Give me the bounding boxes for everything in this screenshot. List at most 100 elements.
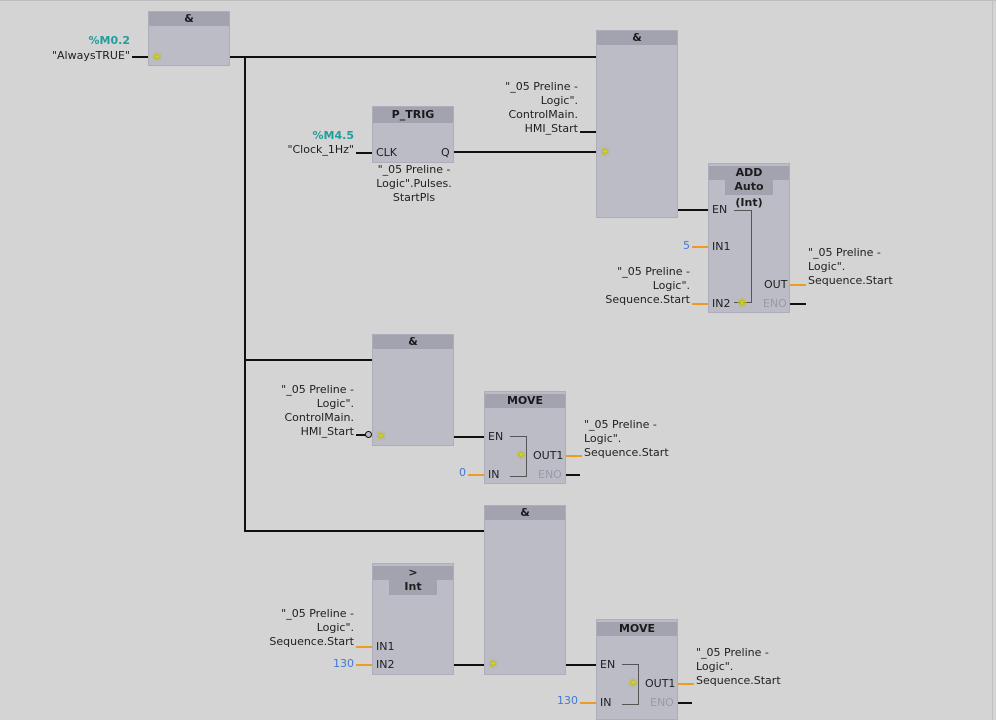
hmi-start-tag-1-line2[interactable]: Logic". [540,94,578,107]
compare-in2-label: IN2 [376,658,395,671]
hmi-start-tag-2-line4[interactable]: HMI_Start [300,425,354,438]
add-in2-tag-line2[interactable]: Logic". [652,279,690,292]
add-out-tag-line2[interactable]: Logic". [808,260,846,273]
and-block-main-title: & [149,12,229,26]
compare-in1-label: IN1 [376,640,395,653]
input-pin-icon: ✳ [627,676,639,690]
add-block[interactable]: ADD Auto (Int) [708,163,790,313]
ptrig-edge-tag-line1[interactable]: "_05 Preline - [377,163,451,176]
wire-clock-in [356,152,372,154]
ptrig-edge-tag-line3[interactable]: StartPls [392,191,436,204]
add-in1-constant[interactable]: 5 [683,239,690,252]
always-true-address[interactable]: %M0.2 [88,34,130,47]
move1-title: MOVE [485,394,565,408]
input-pin-icon: ✳ [599,145,611,159]
move2-eno-label: ENO [650,696,674,709]
compare-block[interactable]: > Int [372,563,454,675]
wire-add-out [790,284,806,286]
hmi-start-tag-1-line1[interactable]: "_05 Preline - [505,80,578,93]
add-in2-tag-line3[interactable]: Sequence.Start [605,293,690,306]
wire-hmi1-in [580,131,596,133]
move1-out-tag-line3[interactable]: Sequence.Start [584,446,669,459]
compare-title: > [373,566,453,580]
move1-out-tag-line2[interactable]: Logic". [584,432,622,445]
and-block-lower-title: & [485,506,565,520]
move1-eno-label: ENO [538,468,562,481]
compare-in2-constant[interactable]: 130 [333,657,354,670]
and-block-upper[interactable]: & [596,30,678,218]
input-pin-icon: ✳ [487,657,499,671]
ptrig-title: P_TRIG [373,107,453,123]
compare-in1-tag-line3[interactable]: Sequence.Start [269,635,354,648]
input-pin-icon: ✳ [151,50,163,64]
wire-compare-in1 [356,646,372,648]
move2-in-label: IN [600,696,612,709]
move1-en-eno-bracket [510,436,527,477]
add-in1-label: IN1 [712,240,731,253]
move1-en-label: EN [488,430,504,443]
hmi-start-tag-1-line4[interactable]: HMI_Start [524,122,578,135]
hmi-start-tag-2-line3[interactable]: ControlMain. [284,411,354,424]
wire-move1-eno [566,474,580,476]
wire-add-in1 [692,246,708,248]
wire-hmi2-in [356,434,367,436]
move1-in-constant[interactable]: 0 [459,466,466,479]
wire-move2-in [580,702,596,704]
compare-in1-tag-line2[interactable]: Logic". [316,621,354,634]
add-type-selector[interactable]: Auto (Int) [725,179,773,209]
wire-main-rail [230,56,596,58]
input-pin-icon: ✳ [736,296,748,310]
ptrig-q-label: Q [441,146,450,159]
wire-always-in [132,56,148,58]
move2-en-eno-bracket [622,664,639,705]
input-pin-icon: ✳ [515,448,527,462]
add-in2-label: IN2 [712,297,731,310]
move1-out-tag-line1[interactable]: "_05 Preline - [584,418,657,431]
wire-ptrig-q [454,151,596,153]
ptrig-clk-label: CLK [376,146,398,159]
move1-out-label: OUT1 [533,449,564,462]
wire-trunk [244,56,246,532]
clock-tag[interactable]: "Clock_1Hz" [287,143,354,156]
hmi-start-tag-2-line2[interactable]: Logic". [316,397,354,410]
top-border [0,0,996,1]
add-out-tag-line3[interactable]: Sequence.Start [808,274,893,287]
compare-in1-tag-line1[interactable]: "_05 Preline - [281,607,354,620]
clock-address[interactable]: %M4.5 [312,129,354,142]
hmi-start-tag-2-line1[interactable]: "_05 Preline - [281,383,354,396]
wire-branch-lower [244,530,484,532]
compare-type-selector[interactable]: Int [389,579,437,595]
and-block-upper-title: & [597,31,677,45]
and-block-main[interactable]: & [148,11,230,66]
wire-move2-eno [678,702,692,704]
hmi-start-tag-1-line3[interactable]: ControlMain. [508,108,578,121]
wire-branch-middle [244,359,372,361]
move2-in-constant[interactable]: 130 [557,694,578,707]
wire-move1-out [566,455,582,457]
add-title: ADD [709,166,789,180]
add-eno-label: ENO [763,297,787,310]
move2-en-label: EN [600,658,616,671]
and-block-middle[interactable]: & [372,334,454,446]
move2-out-tag-line1[interactable]: "_05 Preline - [696,646,769,659]
ptrig-block[interactable]: P_TRIG [372,106,454,163]
wire-and-lower-out [566,664,596,666]
move-block-1[interactable]: MOVE [484,391,566,484]
move1-in-label: IN [488,468,500,481]
move2-out-tag-line2[interactable]: Logic". [696,660,734,673]
and-block-lower[interactable]: & [484,505,566,675]
add-in2-tag-line1[interactable]: "_05 Preline - [617,265,690,278]
move2-out-tag-line3[interactable]: Sequence.Start [696,674,781,687]
wire-add-in2 [692,303,708,305]
add-out-tag-line1[interactable]: "_05 Preline - [808,246,881,259]
wire-compare-in2 [356,664,372,666]
right-border [992,0,993,720]
always-true-tag[interactable]: "AlwaysTRUE" [51,49,130,62]
move-block-2[interactable]: MOVE [596,619,678,720]
wire-move2-out [678,683,694,685]
add-en-eno-bracket [734,210,752,303]
ptrig-edge-tag-line2[interactable]: Logic".Pulses. [376,177,452,190]
wire-and-upper-out [678,209,708,211]
wire-and-middle-out [454,436,484,438]
wire-compare-out [454,664,484,666]
